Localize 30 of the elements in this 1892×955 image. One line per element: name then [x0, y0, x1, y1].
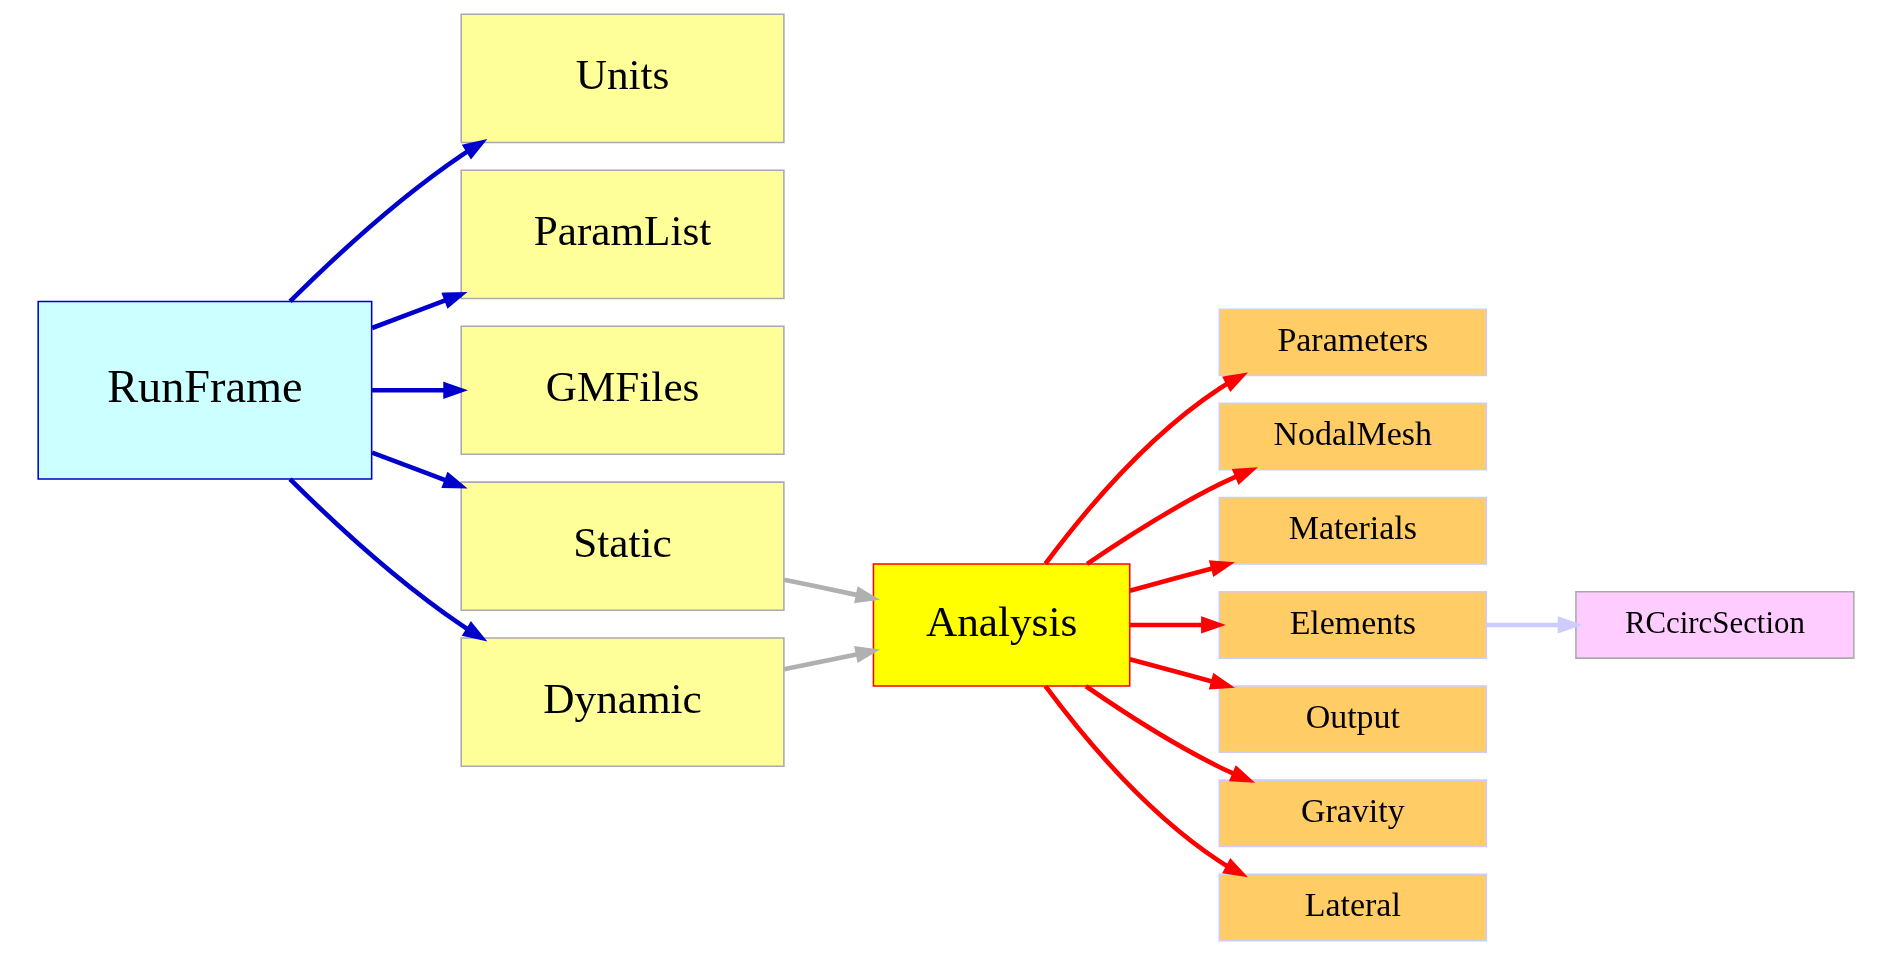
node-box: Parameters	[1218, 308, 1488, 377]
node-box: Materials	[1218, 496, 1488, 565]
arrow	[371, 450, 468, 489]
node-box: Gravity	[1218, 779, 1488, 848]
arrow	[372, 381, 469, 399]
node-box: Static	[460, 481, 785, 612]
node-box: RCcircSection	[1575, 591, 1855, 659]
arrow	[371, 292, 468, 331]
arrow	[1084, 684, 1256, 783]
node-box: Dynamic	[460, 637, 785, 767]
arrow	[1129, 656, 1235, 690]
arrow	[288, 139, 488, 304]
arrow	[288, 477, 488, 642]
arrow	[1043, 684, 1249, 878]
arrow	[1486, 616, 1583, 634]
arrow	[1129, 560, 1235, 593]
arrow	[783, 646, 881, 672]
node-box: ParamList	[460, 169, 785, 300]
arrow	[1129, 616, 1226, 634]
node-box: RunFrame	[37, 300, 373, 480]
arrow	[1043, 372, 1249, 566]
arrow	[783, 577, 881, 604]
node-box: Units	[460, 13, 785, 144]
node-box: NodalMesh	[1218, 402, 1488, 471]
node-box: Output	[1218, 685, 1488, 754]
node-box: GMFiles	[460, 325, 785, 456]
node-box: Lateral	[1218, 873, 1488, 942]
node-box: Analysis	[872, 563, 1131, 687]
node-box: Elements	[1218, 591, 1488, 659]
arrow	[1085, 467, 1258, 566]
